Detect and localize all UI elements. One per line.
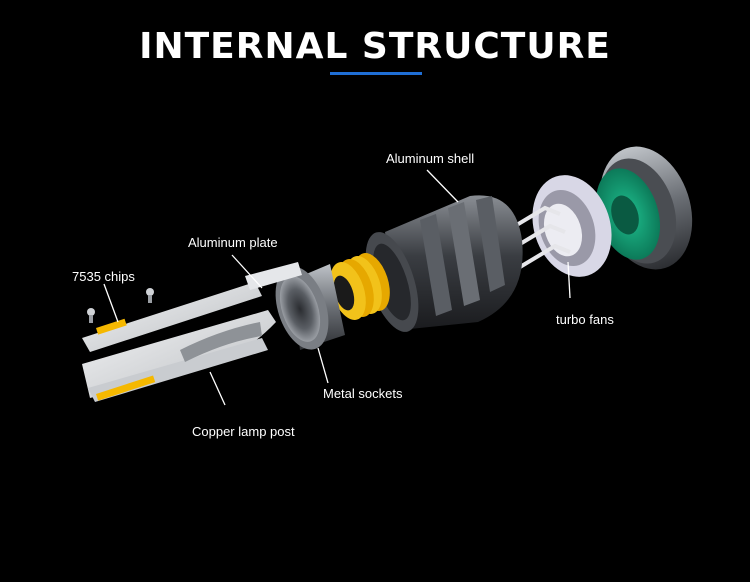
label-aluminum-shell: Aluminum shell — [386, 151, 475, 166]
leader-aluminum-shell — [426, 169, 459, 203]
leader-copper-post — [209, 371, 226, 406]
copper-coil — [330, 253, 390, 320]
aluminum-shell — [365, 195, 523, 332]
end-cap — [595, 146, 693, 270]
leader-chips — [103, 283, 119, 323]
aluminum-plate-upper — [82, 262, 302, 352]
leader-lines — [103, 169, 571, 406]
label-chips: 7535 chips — [72, 269, 135, 284]
label-aluminum-plate: Aluminum plate — [188, 235, 278, 250]
metal-socket — [275, 264, 345, 350]
leader-metal-sockets — [317, 347, 329, 384]
page-title: INTERNAL STRUCTURE — [139, 26, 611, 67]
leader-aluminum-plate — [231, 254, 263, 289]
fan-bracket — [503, 205, 571, 272]
label-copper-post: Copper lamp post — [192, 424, 295, 439]
label-turbo-fans: turbo fans — [556, 312, 614, 327]
leader-turbo-fans — [567, 261, 571, 299]
copper-lamp-post — [82, 310, 276, 402]
title-underline — [330, 72, 422, 75]
label-metal-sockets: Metal sockets — [323, 386, 403, 401]
screw-icon — [87, 288, 154, 323]
